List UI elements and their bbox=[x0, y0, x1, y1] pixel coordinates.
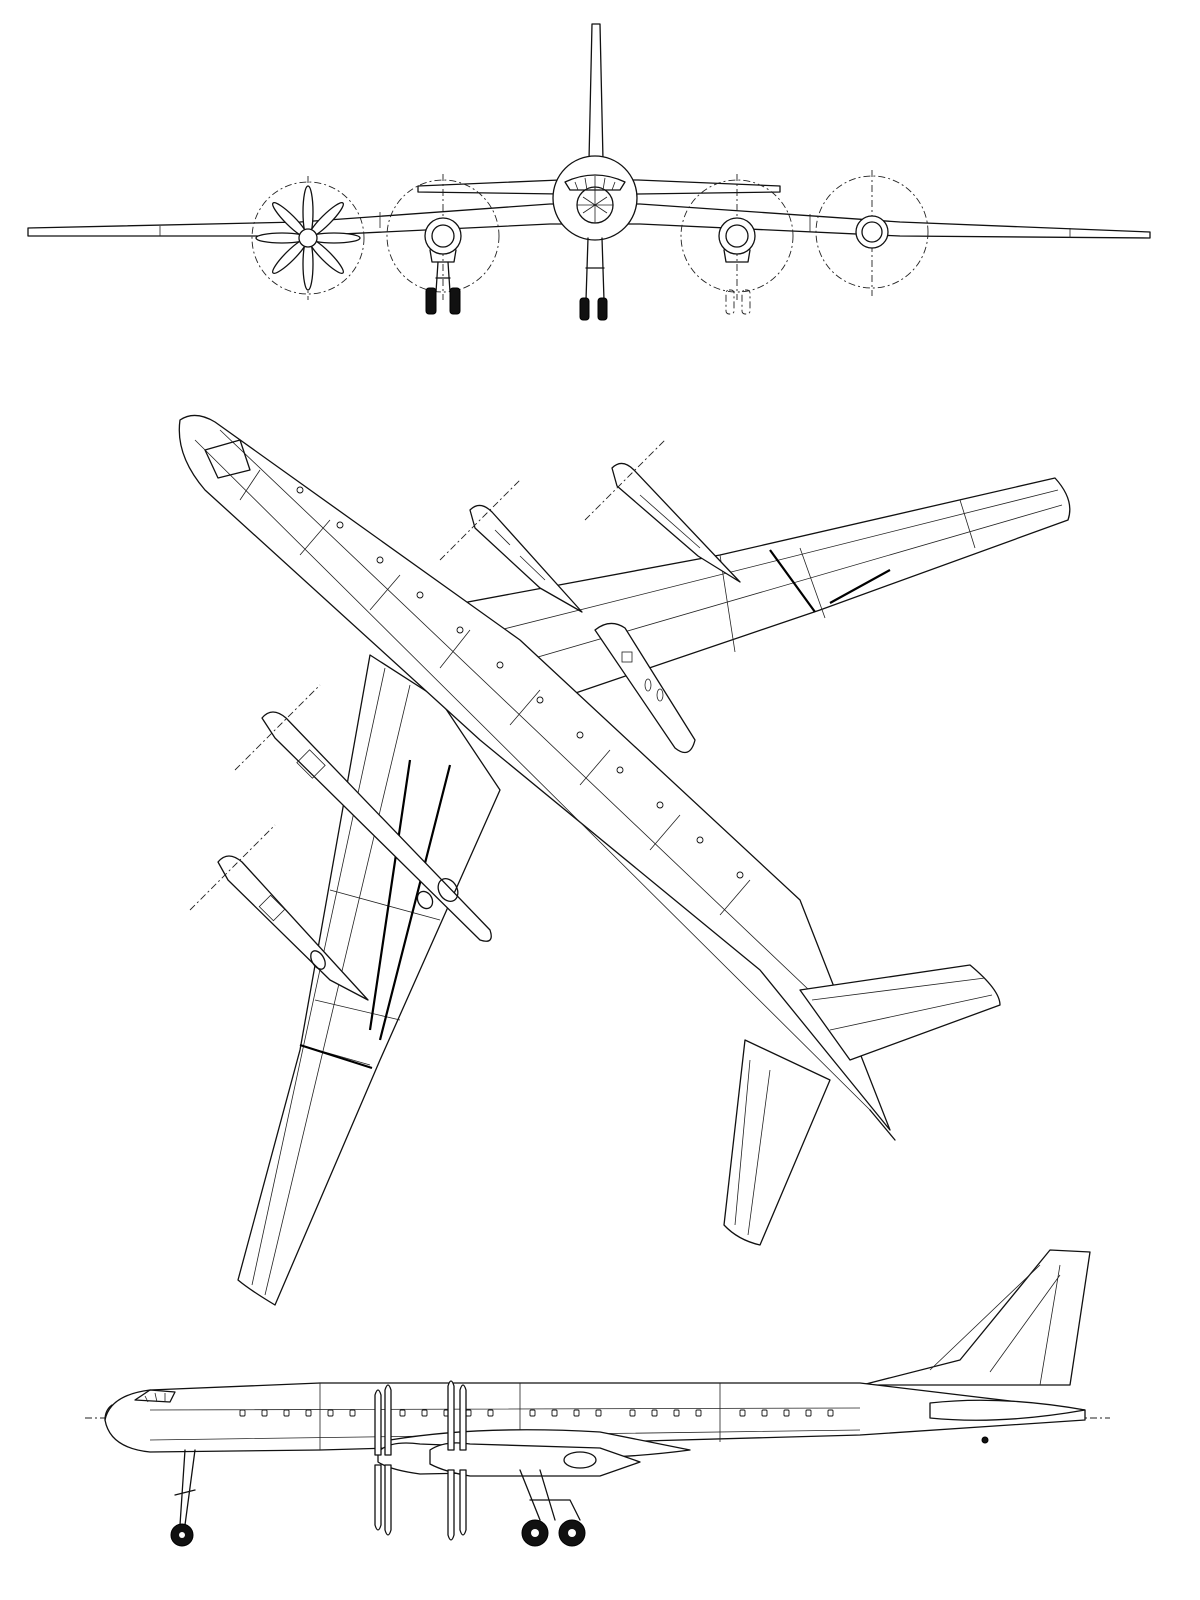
side-horizontal-stabilizer bbox=[929, 1399, 1086, 1421]
top-view bbox=[178, 414, 1071, 1306]
front-vertical-fin bbox=[588, 23, 604, 161]
top-cockpit-glazing bbox=[204, 439, 251, 479]
front-main-gear bbox=[435, 261, 451, 293]
front-engine-nacelle-3 bbox=[718, 217, 756, 263]
top-engine-nacelle-2 bbox=[584, 439, 741, 583]
top-left-wing bbox=[237, 654, 501, 1306]
front-cockpit-glazing bbox=[564, 174, 626, 191]
front-engine-nacelle-4 bbox=[855, 215, 889, 249]
top-left-horizontal-stabilizer bbox=[723, 1039, 831, 1246]
top-right-wing bbox=[424, 477, 1071, 701]
front-propeller-disc-4 bbox=[815, 175, 929, 289]
front-propeller-disc-3 bbox=[680, 179, 794, 293]
front-view bbox=[27, 23, 1151, 321]
top-engine-nacelle-4 bbox=[189, 824, 369, 1001]
front-main-gear-retracted bbox=[725, 289, 735, 315]
side-nose-cone bbox=[104, 1404, 113, 1421]
side-fuselage bbox=[104, 1382, 1086, 1453]
front-propeller-disc-2 bbox=[386, 179, 500, 293]
top-right-horizontal-stabilizer bbox=[799, 964, 1001, 1061]
top-fuselage bbox=[178, 414, 891, 1131]
side-vertical-fin bbox=[861, 1249, 1091, 1386]
front-propeller-blades bbox=[255, 185, 361, 291]
front-engine-nacelle-2 bbox=[424, 217, 462, 263]
top-engine-nacelle-3 bbox=[234, 684, 492, 942]
front-nose-gear bbox=[585, 237, 605, 301]
top-engine-nacelle-1 bbox=[439, 479, 583, 613]
side-nose-gear bbox=[174, 1449, 196, 1526]
side-fuselage-windows bbox=[239, 1409, 834, 1417]
side-main-gear bbox=[519, 1469, 581, 1521]
side-cockpit-glazing bbox=[134, 1389, 176, 1403]
side-propellers bbox=[374, 1380, 467, 1541]
top-fuselage-windows bbox=[296, 486, 744, 879]
side-view bbox=[85, 1249, 1110, 1547]
side-engine-nacelles bbox=[377, 1442, 641, 1477]
front-propeller-disc-1 bbox=[251, 181, 365, 295]
